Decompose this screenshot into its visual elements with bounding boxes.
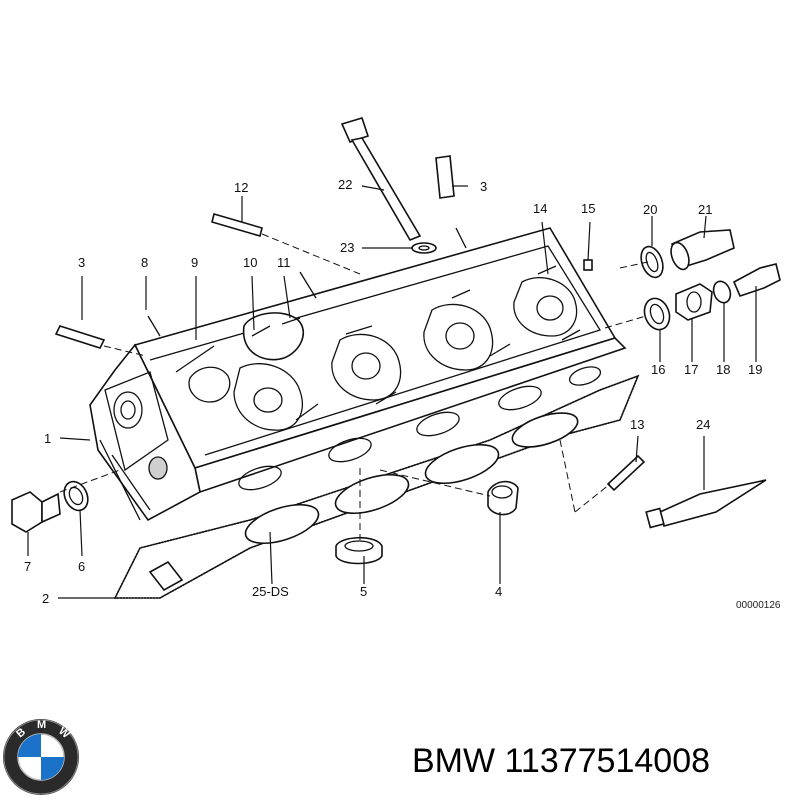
- callout-13: 13: [630, 417, 644, 432]
- callout-23: 23: [340, 240, 354, 255]
- head-studs: [147, 227, 581, 421]
- seal-ring-5: [335, 536, 383, 565]
- callout-15: 15: [581, 201, 595, 216]
- seal-ring-20: [640, 245, 664, 279]
- callout-3-left: 3: [78, 255, 85, 270]
- callout-20: 20: [643, 202, 657, 217]
- callout-22: 22: [338, 177, 352, 192]
- sealant-tube-24: [645, 479, 767, 529]
- head-bolt: [340, 117, 422, 241]
- callout-17: 17: [684, 362, 698, 377]
- leader-lines: [27, 185, 757, 599]
- callout-12: 12: [234, 180, 248, 195]
- bolt-washer: [411, 242, 437, 254]
- callout-11: 11: [277, 255, 291, 270]
- stud-13: [606, 454, 646, 492]
- callout-8: 8: [141, 255, 148, 270]
- cylinder-head: [89, 227, 627, 522]
- intake-ports: [188, 277, 578, 431]
- sealing-ring-6: [63, 480, 89, 512]
- sensor-19: [732, 263, 781, 297]
- callout-16: 16: [651, 362, 665, 377]
- callout-labels: 1 2 3 3 4 5 6 7 8 9 10 11 12 13 14 15 16…: [24, 177, 781, 611]
- figure-reference: 00000126: [736, 600, 781, 611]
- flange: [242, 312, 304, 361]
- callout-14: 14: [533, 201, 547, 216]
- screw-plug-7: [11, 491, 61, 533]
- exhaust-ports: [238, 366, 602, 491]
- callout-18: 18: [716, 362, 730, 377]
- part-number-label: BMW 11377514008: [412, 742, 710, 780]
- gasket-ring-16: [643, 297, 671, 331]
- callout-21: 21: [698, 202, 712, 217]
- water-connector-21: [670, 229, 735, 271]
- callout-2: 2: [42, 591, 49, 606]
- head-gasket: [113, 374, 640, 599]
- callout-19: 19: [748, 362, 762, 377]
- callout-7: 7: [24, 559, 31, 574]
- stud-12: [211, 212, 263, 238]
- hex-fitting-17: [675, 283, 713, 321]
- plug-15: [583, 259, 593, 271]
- callout-5: 5: [360, 584, 367, 599]
- callout-10: 10: [243, 255, 257, 270]
- callout-1: 1: [44, 431, 51, 446]
- callout-6: 6: [78, 559, 85, 574]
- svg-text:M: M: [37, 719, 46, 731]
- callout-24: 24: [696, 417, 710, 432]
- washer-18: [712, 280, 732, 304]
- callout-4: 4: [495, 584, 502, 599]
- callout-9: 9: [191, 255, 198, 270]
- bmw-logo: B M W: [3, 719, 79, 795]
- callout-25-ds: 25-DS: [252, 584, 289, 599]
- dowel-sleeve-top: [435, 155, 455, 199]
- dowel-sleeve-left: [54, 325, 106, 349]
- seal-ring-4: [487, 480, 519, 516]
- callout-3-top: 3: [480, 179, 487, 194]
